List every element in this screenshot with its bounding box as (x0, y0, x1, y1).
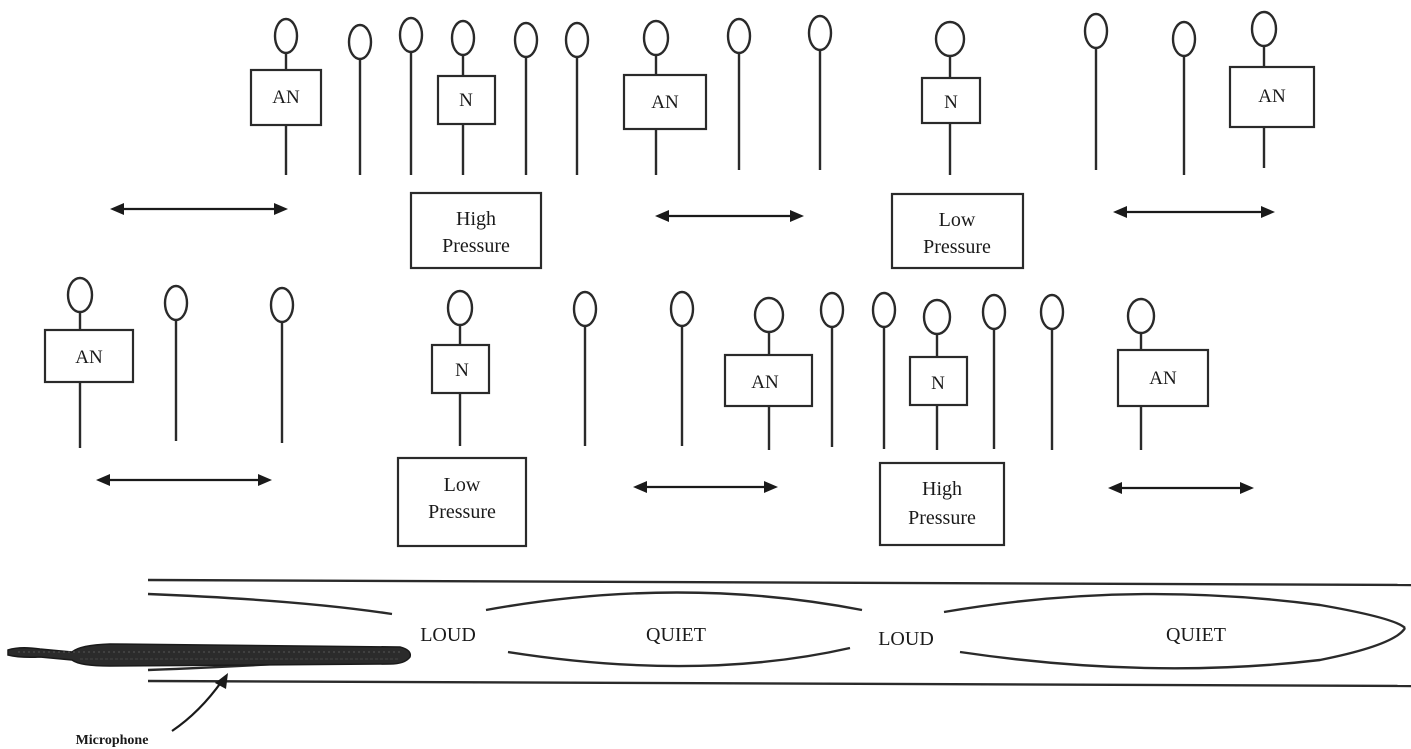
tube-label-quiet: QUIET (646, 624, 706, 646)
pressure-label-line2: Pressure (923, 236, 991, 258)
pressure-label-line1: Low (939, 209, 976, 231)
tube-bottom-wall (148, 681, 1411, 686)
row1-node-1: AN (251, 19, 321, 175)
row1-node-2-label: N (459, 90, 473, 111)
row2-plain-pendulum (671, 292, 693, 446)
double-arrow (1113, 206, 1275, 218)
microphone-shape (8, 644, 410, 666)
wave-envelope-top (148, 594, 392, 614)
quiet-lobe-top (944, 594, 1405, 628)
pressure-label-line2: Pressure (908, 507, 976, 529)
microphone-label: Microphone (76, 733, 149, 748)
row2-node-1-label: AN (75, 347, 103, 368)
row1-node-1-label: AN (272, 87, 300, 108)
double-arrow (110, 203, 288, 215)
row2-plain-pendulum (271, 288, 293, 443)
double-arrow (655, 210, 804, 222)
row2-node-4: N (910, 300, 967, 450)
pressure-label-line1: Low (444, 474, 481, 496)
row1-node-4: N (922, 22, 980, 175)
row1-node-5: AN (1230, 12, 1314, 168)
row2-pressure-box-high: High Pressure (880, 463, 1004, 545)
row2-node-2: N (432, 291, 489, 446)
row1-plain-pendulum (1173, 22, 1195, 175)
row1-node-3-label: AN (651, 92, 679, 113)
row1-plain-pendulum (515, 23, 537, 175)
row2-plain-pendulum (983, 295, 1005, 449)
pressure-label-line2: Pressure (428, 501, 496, 523)
tube-label-quiet: QUIET (1166, 624, 1226, 646)
row2-arrows (96, 474, 1254, 494)
row2-pendulums: AN N AN N AN (45, 278, 1208, 450)
row2-node-4-label: N (931, 373, 945, 394)
pressure-label-line2: Pressure (442, 235, 510, 257)
row1-node-2: N (438, 21, 495, 175)
row2-node-1: AN (45, 278, 133, 448)
row2-node-3-label: AN (751, 372, 779, 393)
row2-plain-pendulum (873, 293, 895, 449)
microphone (8, 644, 410, 666)
row1-pressure-box-high: High Pressure (411, 193, 541, 268)
row1-plain-pendulum (809, 16, 831, 170)
row1-plain-pendulum (349, 25, 371, 175)
double-arrow (633, 481, 778, 493)
tube-label-loud: LOUD (878, 628, 934, 650)
row1-node-4-label: N (944, 92, 958, 113)
quiet-lobe-bottom (508, 648, 850, 666)
pressure-label-line1: High (456, 208, 496, 230)
row2-plain-pendulum (165, 286, 187, 441)
row2-node-3: AN (725, 298, 812, 450)
row1-plain-pendulum (728, 19, 750, 170)
row1-node-5-label: AN (1258, 86, 1286, 107)
row2-plain-pendulum (1041, 295, 1063, 450)
tube-label-loud: LOUD (420, 624, 476, 646)
row1-pressure-box-low: Low Pressure (892, 194, 1023, 268)
double-arrow (1108, 482, 1254, 494)
pressure-label-line1: High (922, 478, 962, 500)
row1-arrows (110, 203, 1275, 222)
row2-node-5-label: AN (1149, 368, 1177, 389)
row1-pendulums: AN N AN N AN (251, 12, 1314, 175)
quiet-lobe-top (486, 593, 862, 611)
row2-node-5: AN (1118, 299, 1208, 450)
tube-top-wall (148, 580, 1411, 585)
tube: LOUD QUIET LOUD QUIET (148, 580, 1411, 686)
row1-node-3: AN (624, 21, 706, 175)
row1-plain-pendulum (566, 23, 588, 175)
row1-plain-pendulum (400, 18, 422, 175)
row2-plain-pendulum (821, 293, 843, 447)
double-arrow (96, 474, 272, 486)
row1-plain-pendulum (1085, 14, 1107, 170)
row2-pressure-box-low: Low Pressure (398, 458, 526, 546)
row2-plain-pendulum (574, 292, 596, 446)
row2-node-2-label: N (455, 360, 469, 381)
